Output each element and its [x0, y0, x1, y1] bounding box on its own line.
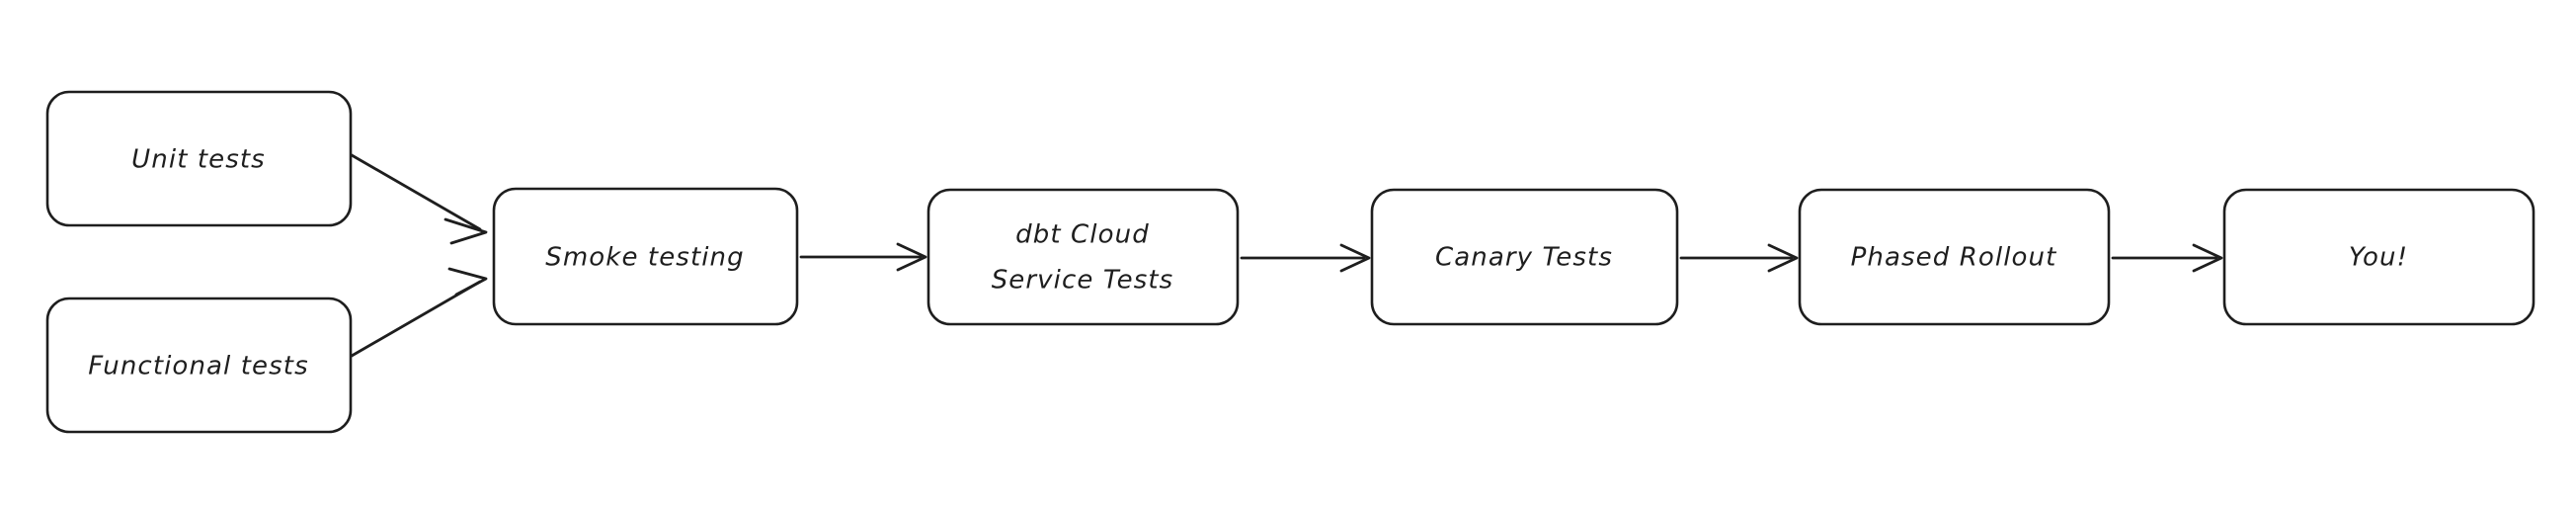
- node-unit-tests[interactable]: Unit tests: [45, 90, 353, 227]
- node-you-shape: [2222, 188, 2536, 326]
- node-phased-rollout-label: Phased Rollout: [1851, 243, 2057, 273]
- edge-unit-tests-to-smoke-testing[interactable]: [350, 153, 488, 245]
- edge-layer: [350, 153, 2223, 358]
- edge-canary-tests-to-phased-rollout[interactable]: [1679, 243, 1799, 273]
- node-functional-tests[interactable]: Functional tests: [45, 297, 353, 434]
- node-unit-tests-shape: [45, 90, 353, 227]
- node-canary-tests[interactable]: Canary Tests: [1370, 188, 1679, 326]
- node-canary-tests-label: Canary Tests: [1435, 243, 1613, 273]
- node-dbt-cloud-service-tests-label-line2: Service Tests: [992, 266, 1174, 296]
- node-smoke-testing[interactable]: Smoke testing: [492, 187, 799, 326]
- arrowhead-icon: [1767, 243, 1799, 273]
- edge-dbt-cloud-service-tests-to-canary-tests[interactable]: [1240, 243, 1371, 273]
- node-smoke-testing-label: Smoke testing: [545, 243, 745, 273]
- node-unit-tests-label: Unit tests: [131, 145, 266, 175]
- edge-phased-rollout-to-you[interactable]: [2111, 243, 2223, 273]
- node-functional-tests-label: Functional tests: [88, 352, 308, 382]
- node-dbt-cloud-service-tests-shape: [926, 188, 1240, 326]
- node-smoke-testing-shape: [492, 187, 799, 326]
- edge-functional-tests-to-smoke-testing[interactable]: [350, 267, 488, 358]
- arrowhead-icon: [443, 217, 488, 245]
- arrowhead-icon: [2192, 243, 2223, 273]
- node-phased-rollout-shape: [1798, 188, 2111, 326]
- node-functional-tests-shape: [45, 297, 353, 434]
- node-layer: Unit tests Functional tests Smoke testin…: [45, 90, 2536, 434]
- node-you[interactable]: You!: [2222, 188, 2536, 326]
- node-dbt-cloud-service-tests-label-line1: dbt Cloud: [1015, 220, 1150, 250]
- arrowhead-icon: [447, 267, 488, 297]
- node-dbt-cloud-service-tests[interactable]: dbt Cloud Service Tests: [926, 188, 1240, 326]
- arrowhead-icon: [896, 242, 927, 272]
- node-you-label: You!: [2349, 243, 2408, 273]
- node-phased-rollout[interactable]: Phased Rollout: [1798, 188, 2111, 326]
- node-canary-tests-shape: [1370, 188, 1679, 326]
- arrowhead-icon: [1339, 243, 1371, 273]
- edge-smoke-testing-to-dbt-cloud-service-tests[interactable]: [799, 242, 927, 272]
- edge-line: [350, 153, 482, 231]
